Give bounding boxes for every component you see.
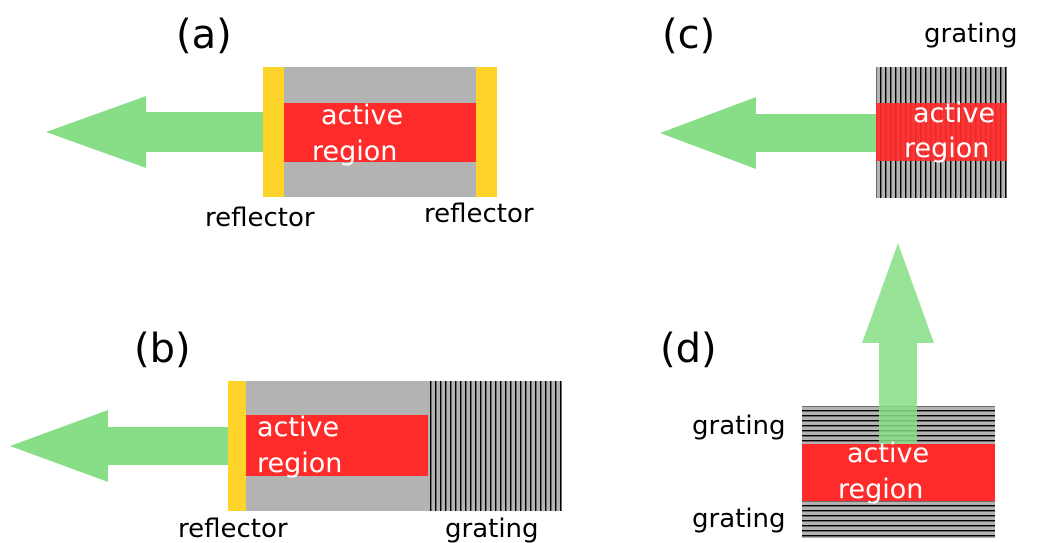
active-region-b (246, 415, 428, 476)
panel-c: (c) grating active region (660, 12, 1018, 198)
panel-b-label: (b) (134, 326, 191, 372)
emission-arrow-d (862, 243, 934, 444)
panel-a: (a) active region reflector reflector (46, 12, 534, 233)
grating-top-label-d: grating (692, 411, 786, 441)
active-region-c (876, 103, 1007, 161)
reflector-left-label-a: reflector (205, 203, 315, 233)
grating-bottom-label-d: grating (692, 504, 786, 534)
panel-a-label: (a) (176, 12, 232, 58)
panel-c-label: (c) (662, 12, 715, 58)
grating-bottom-d (802, 501, 995, 538)
active-region-a (284, 103, 477, 162)
emission-arrow-a (46, 96, 265, 168)
active-region-text-d-1: active (847, 438, 929, 469)
reflector-right-a (476, 67, 497, 197)
active-region-text-a-2: region (312, 136, 397, 167)
emission-arrow-c (660, 97, 876, 169)
active-region-text-b-1: active (257, 412, 339, 443)
panel-b: (b) active region reflector grating (10, 326, 562, 543)
grating-b (428, 381, 562, 511)
grating-label-b: grating (445, 514, 539, 543)
panel-d-label: (d) (660, 326, 717, 372)
reflector-b (228, 381, 246, 511)
reflector-right-label-a: reflector (424, 199, 534, 229)
active-region-text-b-2: region (257, 448, 342, 479)
reflector-left-a (263, 67, 284, 197)
reflector-label-b: reflector (178, 514, 288, 543)
emission-arrow-b (10, 410, 229, 482)
active-region-text-c-1: active (913, 98, 995, 129)
active-region-text-d-2: region (838, 474, 923, 505)
active-region-d (802, 444, 995, 501)
active-region-text-a-1: active (321, 100, 403, 131)
grating-label-c: grating (924, 19, 1018, 49)
panel-d: (d) active region grating grating (660, 243, 995, 538)
active-region-text-c-2: region (904, 133, 989, 164)
